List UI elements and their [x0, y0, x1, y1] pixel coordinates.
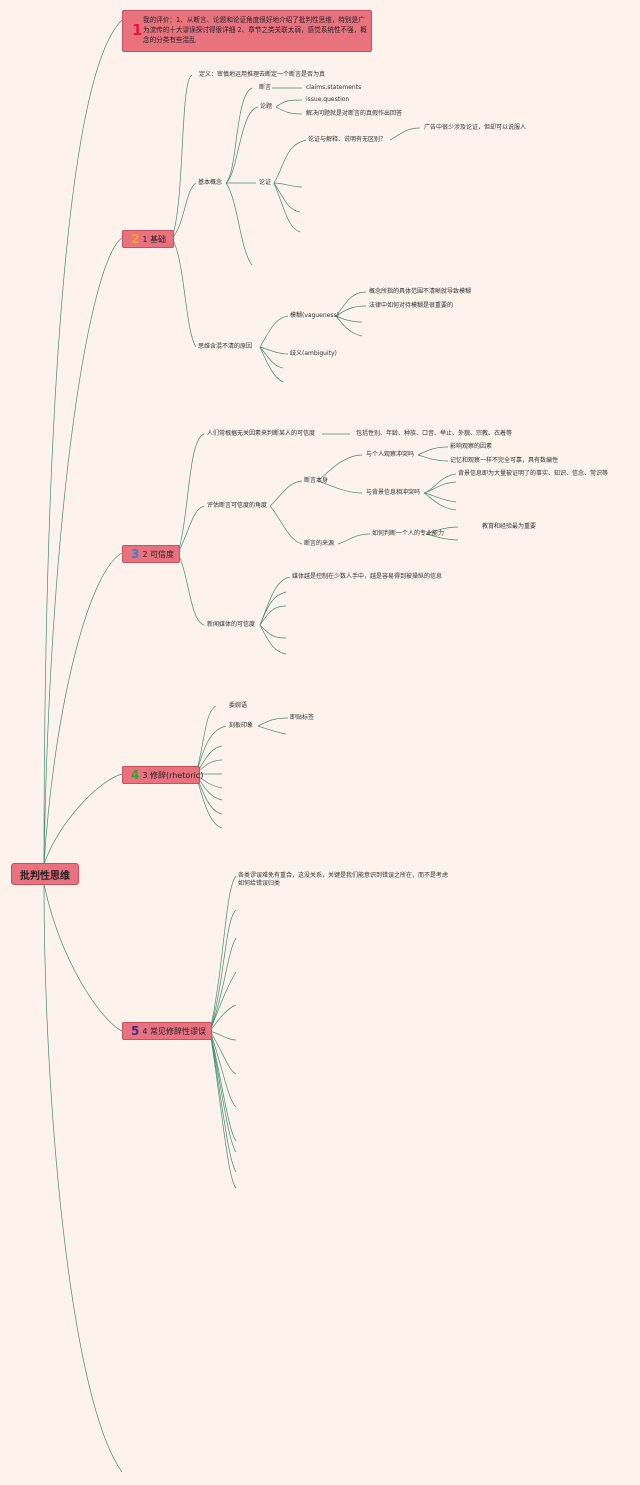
- ambiguity-node[interactable]: 歧义(ambiguity): [290, 350, 337, 357]
- issue-en-node[interactable]: issue,question: [306, 96, 350, 103]
- branch-rhetoric[interactable]: 4 3 修辞(rhetoric): [122, 766, 204, 784]
- vagueness-node[interactable]: 模糊(vagueness): [290, 312, 339, 319]
- media-credibility-node[interactable]: 新闻媒体的可信度: [207, 621, 256, 628]
- branch-label: 4 常见修辞性谬误: [142, 1026, 206, 1036]
- claim-source-node[interactable]: 断言的来源: [304, 540, 335, 547]
- background-conflict-node[interactable]: 与背景信息相冲突吗: [366, 489, 421, 496]
- root-node[interactable]: 批判性思维: [11, 863, 79, 885]
- euphemism-node[interactable]: 委婉语: [229, 702, 248, 709]
- observation-factors-node[interactable]: 影响观察的因素: [450, 443, 493, 450]
- background-desc-node[interactable]: 背景信息即为大量被证明了的事实、知识、信念、常识等: [458, 470, 609, 477]
- vagueness-desc-1[interactable]: 概念所指的具体范围不清晰就导致模糊: [369, 288, 472, 295]
- argument-node[interactable]: 论证: [259, 179, 272, 186]
- argument-answer-node[interactable]: 广告中很少涉及论证，但却可以说服人: [424, 124, 527, 131]
- label-node[interactable]: 即贴标签: [290, 714, 315, 721]
- irrelevant-factors-node[interactable]: 人们常根据无关因素来判断某人的可信度: [207, 430, 316, 437]
- fallacy-note-line-1[interactable]: 各类谬误难免有重合，这没关系，关键是我们能意识到错误之所在，而不是考虑: [238, 872, 449, 879]
- irrelevant-factors-list[interactable]: 包括性别、年龄、种族、口音、举止、外貌、宗教、衣着等: [356, 430, 513, 437]
- branch-label: 2 可信度: [142, 549, 174, 559]
- issue-node[interactable]: 论题: [260, 103, 273, 110]
- personal-conflict-node[interactable]: 与个人观察冲突吗: [366, 451, 415, 458]
- review-comment-text: 我的评价：1、从断言、论题和论证角度很好地介绍了批判性思维，特别是广为流传的十大…: [143, 16, 367, 44]
- branch-basics[interactable]: 2 1 基础: [122, 230, 174, 248]
- branch-label: 3 修辞(rhetoric): [142, 770, 204, 780]
- issue-desc-node[interactable]: 解决问题就是对断言的真假作出回答: [306, 110, 403, 117]
- node-number: 4: [131, 768, 140, 782]
- node-number: 5: [131, 1024, 140, 1038]
- claim-itself-node[interactable]: 断言本身: [304, 477, 329, 484]
- definition-node[interactable]: 定义：审慎地运用推理去断定一个断言是否为真: [199, 71, 326, 78]
- node-number: 1: [132, 21, 143, 39]
- expertise-desc-node[interactable]: 教育和经验最为重要: [482, 523, 537, 530]
- node-number: 2: [131, 232, 140, 246]
- fallacy-note-line-2[interactable]: 如何给错误归类: [238, 880, 281, 887]
- node-number: 3: [131, 547, 140, 561]
- basic-concepts-node[interactable]: 基本概念: [198, 179, 223, 186]
- stereotype-node[interactable]: 刻板印象: [229, 722, 254, 729]
- assessment-angle-node[interactable]: 评估断言可信度的角度: [207, 502, 268, 509]
- branch-label: 1 基础: [142, 234, 166, 244]
- memory-node[interactable]: 记忆和观察一样不完全可靠，具有数编性: [450, 457, 559, 464]
- review-comment-node[interactable]: 1 我的评价：1、从断言、论题和论证角度很好地介绍了批判性思维，特别是广为流传的…: [122, 10, 372, 52]
- branch-fallacies[interactable]: 5 4 常见修辞性谬误: [122, 1022, 212, 1040]
- branch-credibility[interactable]: 3 2 可信度: [122, 545, 180, 563]
- assertion-node[interactable]: 断言: [259, 84, 272, 91]
- assertion-en-node[interactable]: claims,statements: [306, 84, 362, 91]
- unclear-thinking-node[interactable]: 思维含混不清的原因: [198, 343, 253, 350]
- expertise-node[interactable]: 如何判断一个人的专业能力: [372, 530, 445, 537]
- media-desc-node[interactable]: 媒体越是控制在少数人手中，越是容易得到被操纵的信息: [292, 573, 443, 580]
- argument-question-node[interactable]: 论证与解释、说明有无区别？: [308, 136, 387, 143]
- vagueness-desc-2[interactable]: 法律中如何对待模糊是很重要的: [369, 302, 454, 309]
